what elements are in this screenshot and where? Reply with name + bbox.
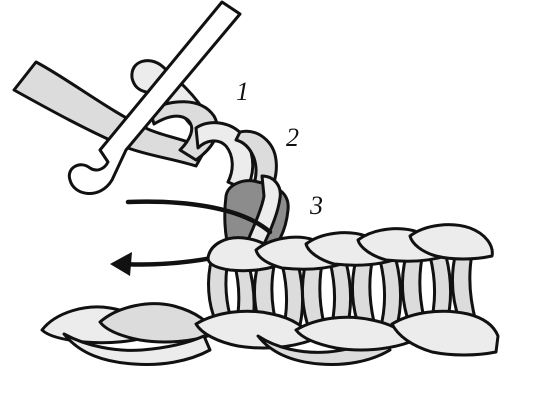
label-step-3: 3 bbox=[309, 191, 323, 220]
yarn-loop-3-front bbox=[246, 174, 282, 250]
foundation-chain bbox=[40, 302, 500, 366]
arrow-insert bbox=[125, 199, 273, 235]
arrow-head bbox=[110, 252, 132, 276]
label-step-1: 1 bbox=[236, 77, 249, 106]
stitch-row-top-chain bbox=[206, 223, 494, 273]
crochet-hook bbox=[67, 0, 242, 195]
label-step-2: 2 bbox=[286, 123, 299, 152]
